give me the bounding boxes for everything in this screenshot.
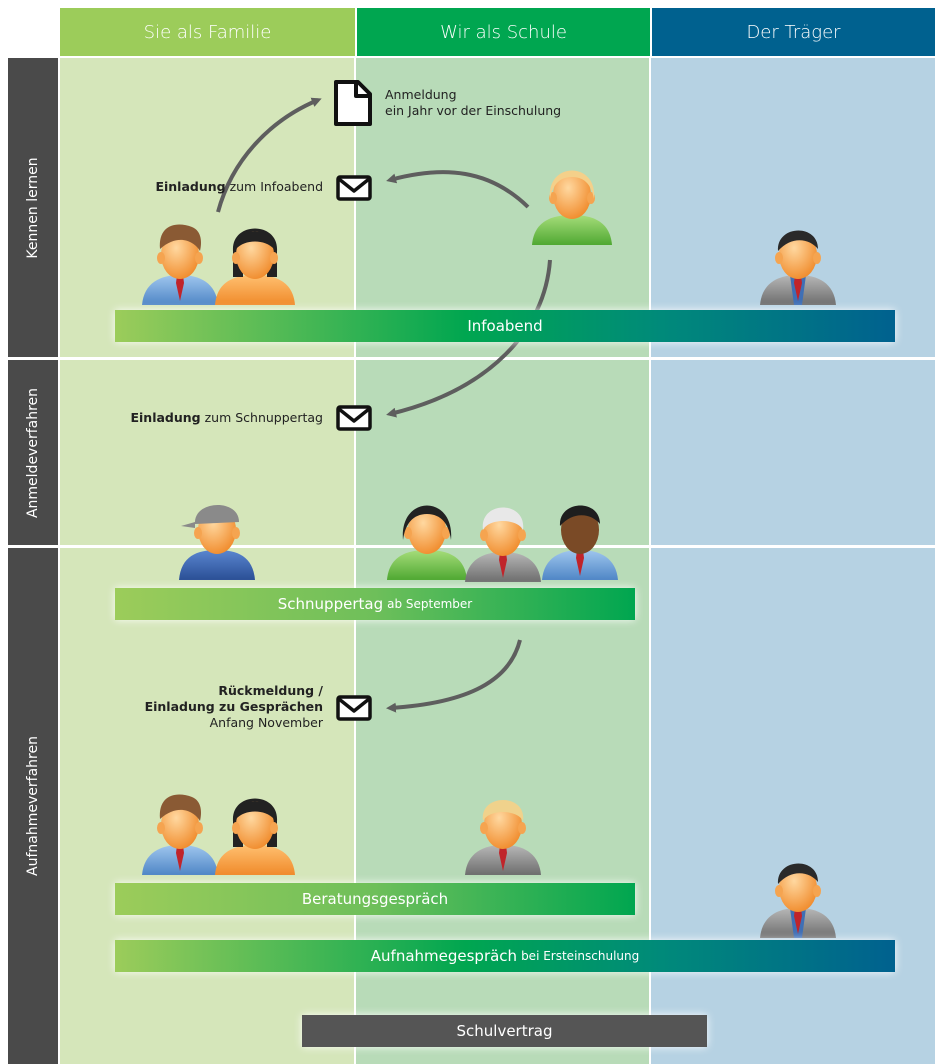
row-divider: [60, 357, 935, 360]
column-header-school: Wir als Schule: [357, 8, 650, 56]
person-icon: [465, 800, 541, 875]
row-label-anmeldeverfahren: Anmeldeverfahren: [8, 360, 58, 545]
person-icon: [532, 170, 612, 245]
envelope-icon: [336, 695, 372, 721]
person-icon: [215, 228, 295, 305]
column-divider: [649, 58, 651, 1064]
person-icon: [142, 794, 218, 875]
column-header-carrier: Der Träger: [652, 8, 935, 56]
row-label-aufnahmeverfahren: Aufnahmeverfahren: [8, 548, 58, 1064]
document-icon: [334, 80, 372, 126]
row-label-kennen-lernen: Kennen lernen: [8, 58, 58, 357]
envelope-icon: [336, 405, 372, 431]
arrow-to-anmeldung: [216, 97, 322, 213]
person-icon: [542, 505, 618, 580]
note-anmeldung: Anmeldung ein Jahr vor der Einschulung: [385, 87, 562, 118]
arrow-feedback: [386, 639, 522, 713]
person-icon: [215, 798, 295, 875]
person-icon: [142, 224, 218, 305]
arrow-invitation-schnuppertag: [386, 259, 552, 418]
note-einladung-schnuppertag: Einladung zum Schnuppertag: [130, 410, 323, 425]
note-rueckmeldung: Rückmeldung / Einladung zu Gesprächen An…: [144, 683, 323, 730]
person-icon: [179, 504, 255, 580]
bar-schulvertrag: Schulvertrag: [302, 1015, 707, 1047]
person-icon: [760, 230, 836, 305]
arrow-invitation-infoabend: [386, 170, 530, 209]
person-icon: [465, 507, 541, 582]
bar-infoabend: Infoabend: [115, 310, 895, 342]
person-icon: [387, 505, 467, 580]
person-icon: [760, 863, 836, 938]
bar-beratungsgespraech: Beratungsgespräch: [115, 883, 635, 915]
column-header-family: Sie als Familie: [60, 8, 355, 56]
note-einladung-infoabend: Einladung zum Infoabend: [155, 179, 323, 194]
column-divider: [354, 58, 356, 1064]
envelope-icon: [336, 175, 372, 201]
